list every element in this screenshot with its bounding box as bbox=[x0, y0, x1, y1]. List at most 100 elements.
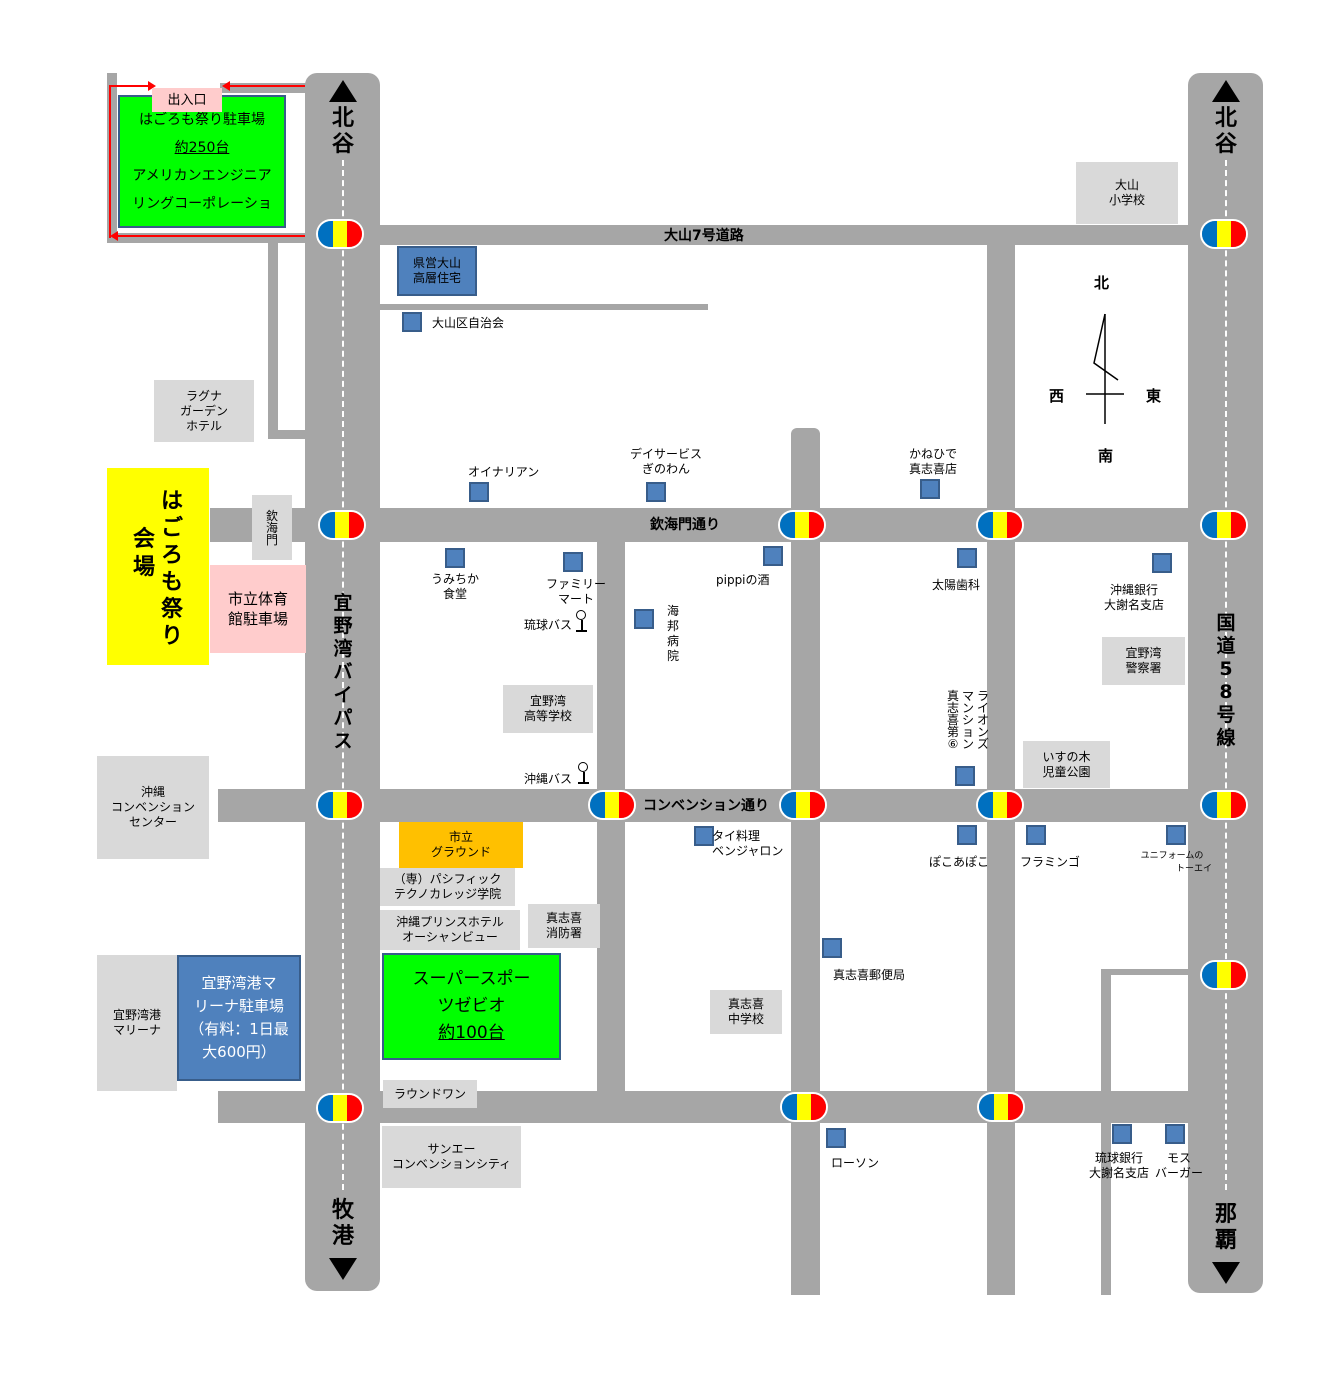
hagoromo-lot-line2: 約250台 bbox=[174, 139, 230, 156]
signal bbox=[318, 510, 366, 540]
kanehide-line1: かねひで bbox=[908, 447, 957, 461]
marker-taiyo-dental bbox=[957, 548, 977, 568]
mansion-c2-2: シ bbox=[961, 713, 974, 727]
label-jichikai: 大山区自治会 bbox=[432, 316, 505, 330]
hagoromo-lot-line1: はごろも祭り駐車場 bbox=[139, 111, 265, 128]
dir-left-bottom: 牧港 bbox=[331, 1198, 354, 1249]
compass-east: 東 bbox=[1146, 387, 1162, 405]
high-school-line1: 宜野湾 bbox=[529, 694, 566, 708]
fire-line1: 真志喜 bbox=[545, 911, 582, 925]
mansion-c3-0: 真 bbox=[946, 689, 959, 703]
marina-lot-line2: リーナ駐車場 bbox=[193, 997, 284, 1015]
mansion-c2-1: ン bbox=[961, 701, 974, 715]
marker-pippi bbox=[763, 546, 783, 566]
label-okinawa-bus: 沖縄バス bbox=[524, 772, 573, 786]
hagoromo-parking-lot: はごろも祭り駐車場 約250台 アメリカンエンジニア リングコーポレーショ bbox=[118, 95, 286, 228]
signal bbox=[316, 790, 364, 820]
label-pokoapoko: ぽこあぽこ bbox=[929, 855, 990, 869]
city-ground: 市立 グラウンド bbox=[399, 822, 523, 868]
zebio-parking: スーパースポー ツゼビオ 約100台 bbox=[382, 953, 561, 1060]
label-convention: コンベンション通り bbox=[643, 798, 769, 814]
umichika-line1: うみちか bbox=[430, 572, 479, 586]
signal bbox=[779, 790, 827, 820]
mansion-c1-2: オ bbox=[976, 713, 989, 727]
fire-line2: 消防署 bbox=[545, 926, 582, 940]
ground-line2: グラウンド bbox=[430, 845, 491, 859]
signal bbox=[1200, 960, 1248, 990]
label-mansion-col2: マ ン シ ョ ン bbox=[961, 690, 975, 750]
label-taiyo-dental: 太陽歯科 bbox=[932, 578, 981, 592]
ground-line1: 市立 bbox=[448, 830, 473, 844]
kanehide-line2: 真志喜店 bbox=[908, 462, 957, 476]
kenei-line2: 高層住宅 bbox=[412, 271, 461, 285]
jhs-line1: 真志喜 bbox=[727, 997, 764, 1011]
police-line1: 宜野湾 bbox=[1125, 646, 1162, 660]
road-v-mid3 bbox=[987, 243, 1015, 1295]
marker-mos-burger bbox=[1165, 1124, 1185, 1144]
jhs-line2: 中学校 bbox=[727, 1012, 764, 1026]
road-kinkaimon bbox=[210, 508, 1263, 542]
convention-center-line1: 沖縄 bbox=[140, 785, 165, 799]
entrance-label: 出入口 bbox=[152, 88, 222, 112]
label-kanehide: かねひで 真志喜店 bbox=[898, 446, 968, 478]
kinkaimon-gate: 欽海門 bbox=[252, 495, 292, 560]
convention-center: 沖縄 コンベンション センター bbox=[97, 756, 209, 859]
compass-rose-icon bbox=[1086, 313, 1124, 424]
label-mansion-col1: ラ イ オ ン ズ bbox=[976, 690, 990, 750]
kinkaimon-gate-label: 欽海門 bbox=[265, 508, 278, 547]
marker-flamingo bbox=[1026, 825, 1046, 845]
label-familymart: ファミリー マート bbox=[540, 576, 612, 608]
mansion-c2-0: マ bbox=[961, 689, 974, 703]
signal bbox=[316, 219, 364, 249]
round-one: ラウンドワン bbox=[383, 1080, 477, 1108]
familymart-line2: マート bbox=[557, 592, 594, 606]
road-kenei-lane bbox=[380, 304, 708, 310]
ginowan-marina: 宜野湾港 マリーナ bbox=[97, 955, 177, 1091]
compass-south: 南 bbox=[1098, 447, 1114, 465]
mos-line2: バーガー bbox=[1154, 1166, 1203, 1180]
label-thai: タイ料理 ベンジャロン bbox=[712, 828, 790, 860]
signal bbox=[1200, 510, 1248, 540]
convention-center-line3: センター bbox=[128, 815, 177, 829]
marina-lot-line3: （有料：1日最 bbox=[189, 1020, 289, 1038]
venue-col1: 会場 bbox=[132, 527, 155, 580]
road-lot-top bbox=[220, 83, 306, 93]
oyama-elementary-line2: 小学校 bbox=[1108, 193, 1145, 207]
mansion-c3-4: ⑥ bbox=[947, 737, 959, 751]
label-umichika: うみちか 食堂 bbox=[420, 571, 490, 603]
okinawa-bank-line2: 大謝名支店 bbox=[1103, 598, 1164, 612]
road-h-right-small bbox=[1101, 969, 1189, 975]
uniform-line2: トーエイ bbox=[1175, 864, 1212, 874]
round1-label: ラウンドワン bbox=[393, 1086, 466, 1101]
laguna-line1: ラグナ bbox=[185, 388, 222, 403]
label-day-service: デイサービス ぎのわん bbox=[620, 446, 712, 478]
signal bbox=[1200, 219, 1248, 249]
bus-stop-icon bbox=[578, 762, 589, 784]
mansion-c2-3: ョ bbox=[961, 725, 974, 739]
mansion-c1-3: ン bbox=[976, 725, 989, 739]
marker-mansion bbox=[955, 766, 975, 786]
label-pippi: pippiの酒 bbox=[716, 573, 770, 587]
day-service-line1: デイサービス bbox=[629, 447, 702, 461]
arrow-down-left bbox=[329, 1258, 357, 1280]
mansion-c2-4: ン bbox=[961, 737, 974, 751]
marina-line1: 宜野湾港 bbox=[112, 1008, 161, 1022]
label-kinkaimon: 欽海門通り bbox=[650, 517, 720, 533]
kenei-line1: 県営大山 bbox=[412, 256, 461, 270]
venue-col2: はごろも祭り bbox=[160, 489, 183, 649]
hagoromo-lot-line4: リングコーポレーショ bbox=[132, 195, 272, 212]
mansion-c3-2: 喜 bbox=[946, 713, 959, 727]
road-access-lane-h bbox=[268, 430, 306, 439]
gym-parking-line2: 館駐車場 bbox=[227, 610, 288, 628]
laguna-line2: ガーデン bbox=[179, 403, 228, 418]
sanei-line2: コンベンションシティ bbox=[391, 1157, 512, 1171]
kenei-oyama-housing: 県営大山 高層住宅 bbox=[397, 246, 477, 296]
road-lot-bottom bbox=[107, 233, 306, 243]
mansion-c1-4: ズ bbox=[976, 737, 989, 751]
sanei-line1: サンエー bbox=[427, 1142, 476, 1156]
mansion-c1-0: ラ bbox=[976, 689, 989, 703]
police-line2: 警察署 bbox=[1125, 661, 1162, 675]
road-convention bbox=[218, 789, 1263, 822]
day-service-line2: ぎのわん bbox=[641, 462, 690, 476]
label-mansion-col3: 真 志 喜 第 ⑥ bbox=[946, 690, 960, 750]
